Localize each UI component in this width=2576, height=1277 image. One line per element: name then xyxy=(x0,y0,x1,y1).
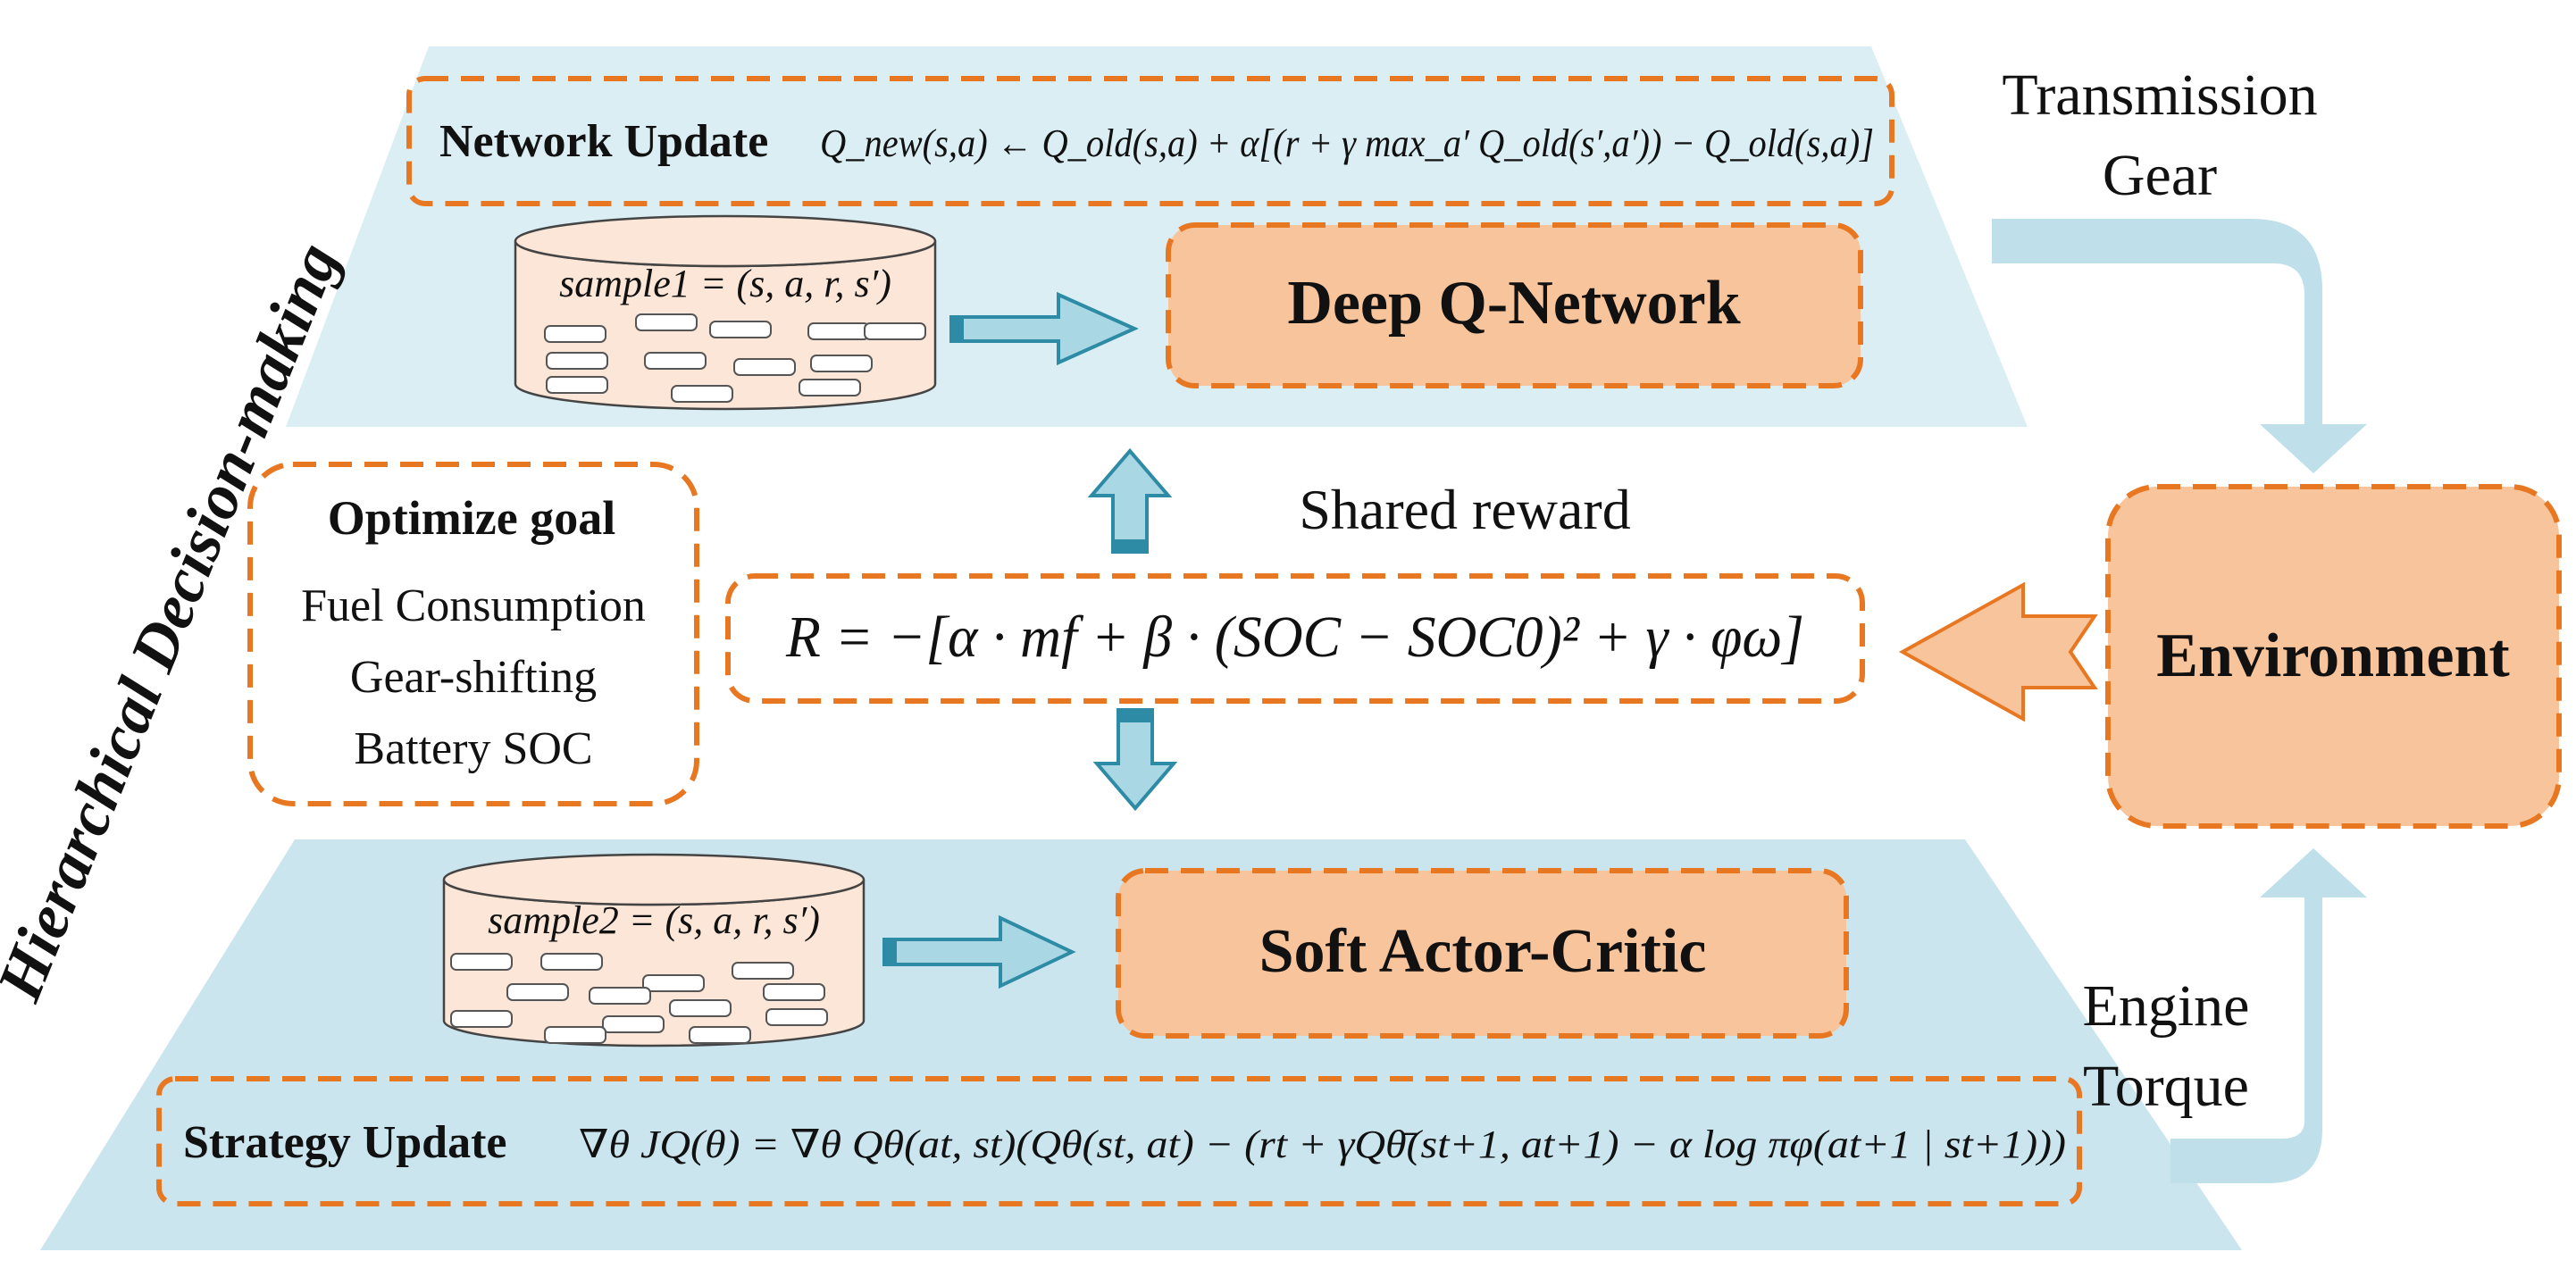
reward-box xyxy=(725,573,1865,704)
reward-formula: R = −[α · mf + β · (SOC − SOC0)² + γ · φ… xyxy=(785,605,1804,670)
arrow-buffer2-to-sac xyxy=(882,914,1076,989)
sample2-label: sample2 = (s, a, r, s′) xyxy=(488,898,820,942)
shared-reward-label: Shared reward xyxy=(1299,478,1630,541)
network-update-formula: Q_new(s,a) ← Q_old(s,a) + α[(r + γ max_a… xyxy=(820,121,1874,165)
gear-label: Gear xyxy=(2103,143,2217,208)
goal-item-gear: Gear-shifting xyxy=(350,652,597,703)
dqn-box xyxy=(1166,222,1863,388)
arrow-buffer2-tail xyxy=(884,939,897,964)
goal-item-fuel: Fuel Consumption xyxy=(301,580,646,631)
strategy-update-label: Strategy Update xyxy=(183,1117,507,1168)
arrow-reward-up xyxy=(1087,447,1173,554)
arrow-reward-up-tail xyxy=(1113,539,1147,552)
arrow-reward-down-tail xyxy=(1118,710,1152,722)
environment-label: Environment xyxy=(2156,622,2509,690)
arrow-reward-down xyxy=(1092,708,1178,812)
goal-title: Optimize goal xyxy=(328,491,615,545)
environment-box xyxy=(2105,484,2562,829)
top-flow-arrow xyxy=(1992,219,2367,473)
engine-label: Engine xyxy=(2083,973,2250,1039)
replay-buffer-1: sample1 = (s, a, r, s′) xyxy=(514,214,937,411)
replay-buffer-2: sample2 = (s, a, r, s′) xyxy=(442,853,866,1047)
buffer-1-slots xyxy=(544,313,926,403)
arrow-buffer1-tail xyxy=(951,317,964,341)
goal-item-soc: Battery SOC xyxy=(354,723,592,774)
network-update-label: Network Update xyxy=(439,116,768,167)
sac-label: Soft Actor-Critic xyxy=(1259,917,1707,986)
arrow-environment-to-reward xyxy=(1898,581,2098,722)
torque-label: Torque xyxy=(2083,1054,2249,1119)
sample1-label: sample1 = (s, a, r, s′) xyxy=(559,262,891,305)
bottom-flow-arrow xyxy=(2170,848,2367,1183)
arrow-buffer1-to-dqn xyxy=(949,291,1139,366)
sac-box xyxy=(1116,868,1849,1039)
dqn-label: Deep Q-Network xyxy=(1287,269,1740,338)
strategy-update-formula: ∇θ JQ(θ) = ∇θ Qθ(at, st)(Qθ(st, at) − (r… xyxy=(579,1123,2066,1166)
buffer-2-slots xyxy=(450,953,828,1044)
goal-box xyxy=(247,462,699,806)
transmission-label: Transmission xyxy=(2002,63,2317,128)
strategy-update-box xyxy=(156,1076,2082,1206)
network-update-box xyxy=(406,76,1894,206)
